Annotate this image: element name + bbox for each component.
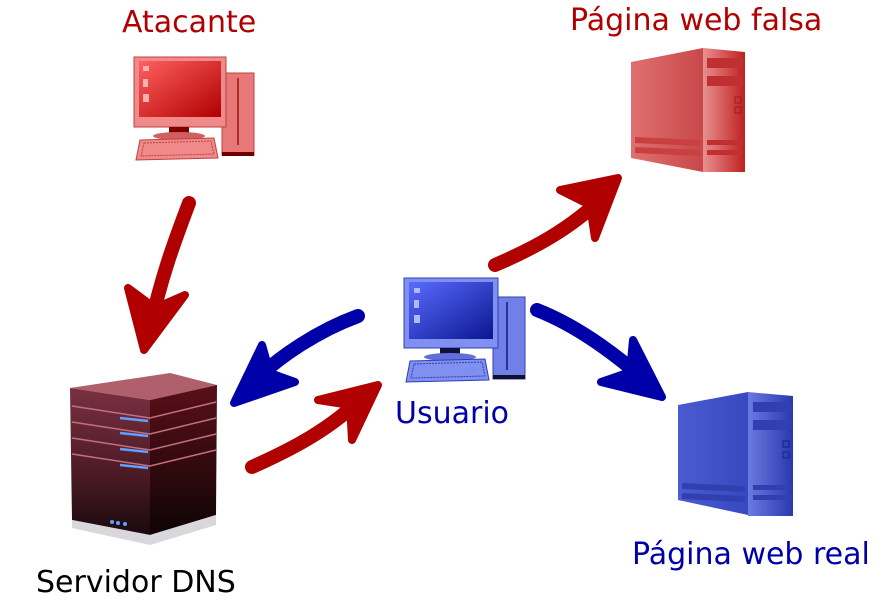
user-computer-icon	[403, 277, 526, 383]
arrow-user-to-fake-web	[488, 174, 622, 272]
dns-server-label: Servidor DNS	[36, 565, 236, 600]
real-web-server-icon	[678, 392, 793, 516]
arrow-dns-to-user	[245, 381, 382, 474]
fake-web-server-icon	[631, 48, 745, 172]
arrow-user-to-dns	[230, 309, 365, 407]
fake-web-label: Página web falsa	[570, 3, 823, 38]
attacker-label: Atacante	[122, 5, 257, 40]
user-label: Usuario	[395, 396, 510, 431]
attacker-computer-icon	[133, 56, 255, 161]
dns-server-icon	[70, 373, 217, 545]
arrow-attacker-to-dns	[124, 196, 196, 354]
real-web-label: Página web real	[632, 537, 870, 572]
arrow-user-to-real-web	[530, 303, 666, 401]
